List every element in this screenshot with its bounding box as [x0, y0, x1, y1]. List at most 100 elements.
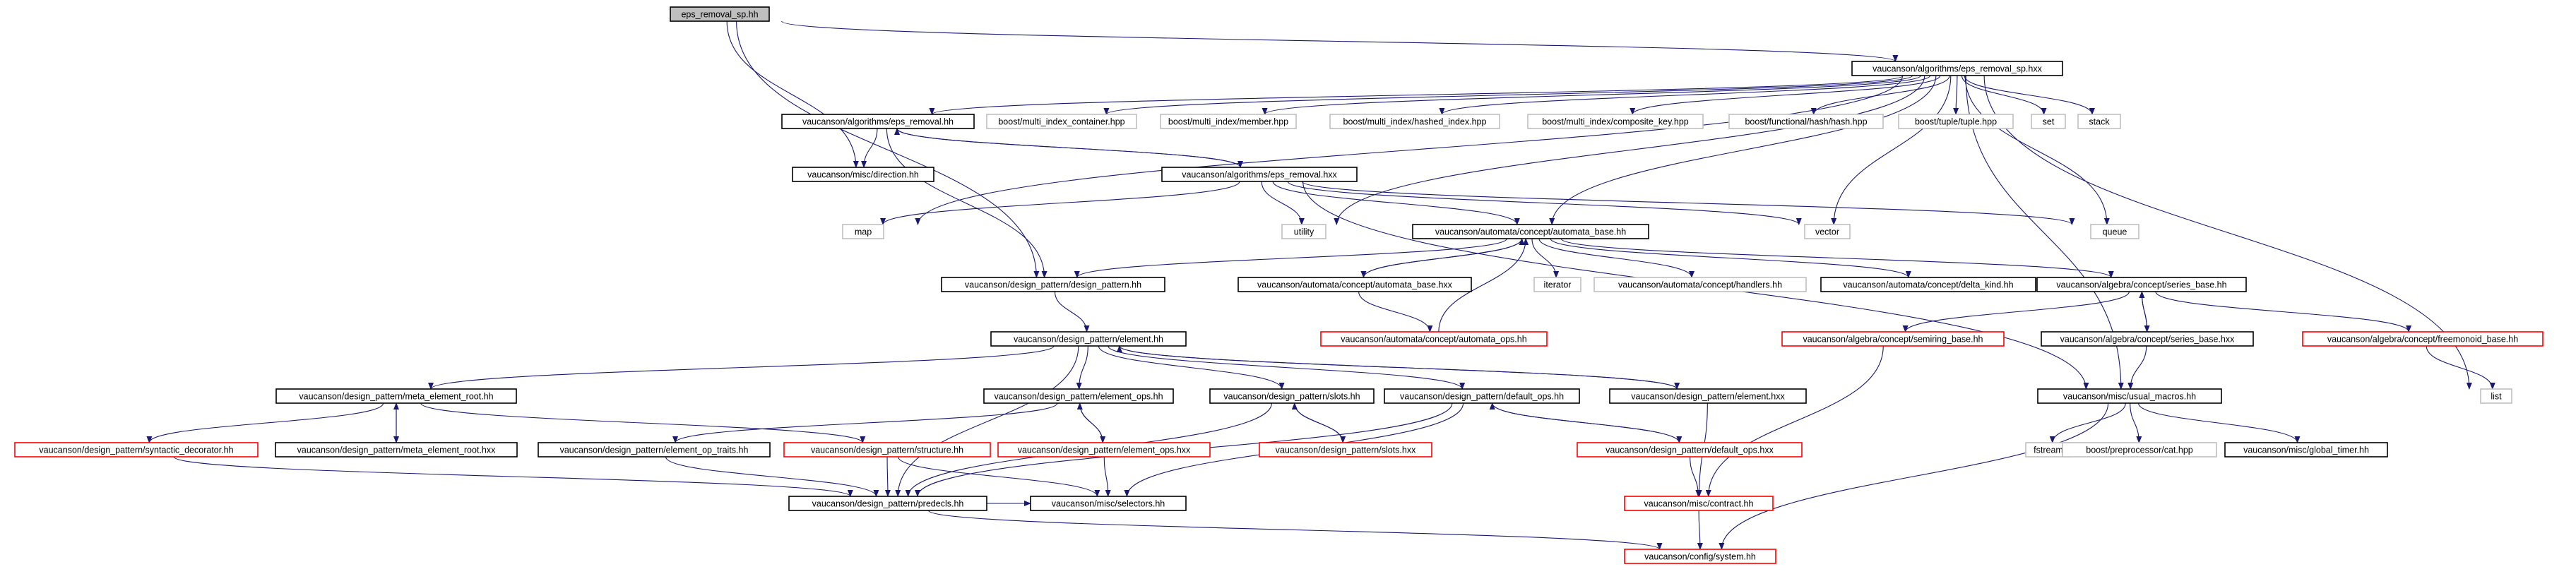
node-label: vaucanson/design_pattern/meta_element_ro… — [297, 446, 496, 455]
node-box — [783, 442, 991, 458]
node-usual-macros-hh[interactable]: vaucanson/misc/usual_macros.hh — [2037, 388, 2222, 404]
node-label: vaucanson/design_pattern/element.hxx — [1631, 392, 1785, 402]
node-automata-base-hh[interactable]: vaucanson/automata/concept/automata_base… — [1412, 224, 1649, 239]
edge-eps-removal-sp-hxx-to-boost-composite — [1630, 75, 1941, 115]
edge-meta-element-root-hh-to-structure-hh — [420, 402, 866, 443]
node-box — [14, 442, 259, 458]
edge-meta-element-root-hh-to-syntactic-decorator-hh — [146, 402, 384, 443]
node-utility: utility — [1281, 224, 1326, 239]
node-label: vaucanson/design_pattern/element_ops.hh — [994, 392, 1163, 402]
node-eps-removal-sp-hxx[interactable]: vaucanson/algorithms/eps_removal_sp.hxx — [1851, 61, 2063, 76]
node-label: vaucanson/design_pattern/syntactic_decor… — [39, 446, 233, 455]
edge-eps-removal-hxx-to-utility — [1261, 181, 1305, 225]
node-box — [990, 331, 1187, 347]
node-element-op-traits-hh[interactable]: vaucanson/design_pattern/element_op_trai… — [538, 442, 771, 458]
node-syntactic-decorator-hh[interactable]: vaucanson/design_pattern/syntactic_decor… — [14, 442, 259, 458]
node-box — [2302, 331, 2544, 347]
node-box — [1728, 114, 1884, 129]
node-box — [1781, 331, 2005, 347]
node-label: vaucanson/config/system.hh — [1644, 552, 1756, 562]
edge-element-hh-to-default-ops-hh — [1108, 345, 1466, 390]
node-box — [997, 442, 1211, 458]
node-label: boost/functional/hash/hash.hpp — [1745, 117, 1867, 127]
node-label: vaucanson/design_pattern/meta_element_ro… — [299, 392, 493, 402]
node-box — [1804, 224, 1851, 239]
node-box — [538, 442, 771, 458]
node-box — [1577, 442, 1803, 458]
edge-usual-macros-hh-to-boost-cat — [2130, 402, 2142, 443]
node-selectors-hh[interactable]: vaucanson/misc/selectors.hh — [1030, 496, 1187, 511]
node-default-ops-hxx[interactable]: vaucanson/design_pattern/default_ops.hxx — [1577, 442, 1803, 458]
node-box — [1851, 61, 2063, 76]
node-eps-removal-hxx[interactable]: vaucanson/algorithms/eps_removal.hxx — [1161, 167, 1358, 182]
node-box — [1384, 388, 1580, 404]
edge-eps-removal-sp-hxx-to-eps-removal-hh — [929, 75, 1904, 115]
edge-freemonoid-base-hh-to-list — [2426, 345, 2495, 390]
node-predecls-hh[interactable]: vaucanson/design_pattern/predecls.hh — [788, 496, 987, 511]
node-eps-removal-sp-hh[interactable]: eps_removal_sp.hh — [670, 6, 770, 22]
node-element-ops-hxx[interactable]: vaucanson/design_pattern/element_ops.hxx — [997, 442, 1211, 458]
node-label: boost/multi_index/composite_key.hpp — [1542, 117, 1689, 127]
node-boost-composite: boost/multi_index/composite_key.hpp — [1527, 114, 1704, 129]
edge-eps-removal-sp-hxx-to-boost-hashed — [1439, 75, 1931, 115]
node-meta-element-root-hh[interactable]: vaucanson/design_pattern/meta_element_ro… — [275, 388, 517, 404]
node-boost-hash: boost/functional/hash/hash.hpp — [1728, 114, 1884, 129]
node-freemonoid-base-hh[interactable]: vaucanson/algebra/concept/freemonoid_bas… — [2302, 331, 2544, 347]
node-box — [1329, 114, 1500, 129]
node-element-hxx[interactable]: vaucanson/design_pattern/element.hxx — [1609, 388, 1807, 404]
edge-design-pattern-hh-to-element-hh — [1054, 291, 1090, 333]
node-structure-hh[interactable]: vaucanson/design_pattern/structure.hh — [783, 442, 991, 458]
node-global-timer-hh[interactable]: vaucanson/misc/global_timer.hh — [2224, 442, 2388, 458]
node-automata-ops-hh[interactable]: vaucanson/automata/concept/automata_ops.… — [1320, 331, 1548, 347]
edge-automata-base-hh-to-design-pattern-hh — [1074, 238, 1507, 278]
node-meta-element-root-hxx[interactable]: vaucanson/design_pattern/meta_element_ro… — [275, 442, 518, 458]
node-eps-removal-hh[interactable]: vaucanson/algorithms/eps_removal.hh — [781, 114, 975, 129]
node-semiring-base-hh[interactable]: vaucanson/algebra/concept/semiring_base.… — [1781, 331, 2005, 347]
node-label: stack — [2089, 117, 2110, 127]
edge-eps-removal-sp-hxx-to-stack — [1964, 75, 2095, 115]
node-label: eps_removal_sp.hh — [681, 10, 758, 20]
node-label: vaucanson/algorithms/eps_removal.hh — [802, 117, 954, 127]
node-system-hh[interactable]: vaucanson/config/system.hh — [1624, 549, 1776, 564]
node-box — [1320, 331, 1548, 347]
node-slots-hxx[interactable]: vaucanson/design_pattern/slots.hxx — [1259, 442, 1432, 458]
node-delta-kind-hh[interactable]: vaucanson/automata/concept/delta_kind.hh — [1820, 277, 2036, 292]
node-element-hh[interactable]: vaucanson/design_pattern/element.hh — [990, 331, 1187, 347]
node-box — [1609, 388, 1807, 404]
edge-element-ops-hxx-to-element-ops-hh — [1076, 402, 1103, 443]
node-design-pattern-hh[interactable]: vaucanson/design_pattern/design_pattern.… — [941, 277, 1165, 292]
node-label: vaucanson/automata/concept/automata_base… — [1257, 280, 1453, 290]
edge-structure-hh-to-predecls-hh — [884, 456, 891, 497]
edge-slots-hxx-to-slots-hh — [1291, 402, 1343, 443]
node-label: vaucanson/misc/selectors.hh — [1052, 499, 1165, 509]
node-label: vaucanson/design_pattern/default_ops.hxx — [1605, 446, 1774, 455]
node-box — [670, 6, 770, 22]
edge-usual-macros-hh-to-global-timer-hh — [2137, 402, 2301, 443]
node-box — [1624, 496, 1774, 511]
node-series-base-hh[interactable]: vaucanson/algebra/concept/series_base.hh — [2036, 277, 2247, 292]
node-label: vaucanson/design_pattern/structure.hh — [811, 446, 963, 455]
node-box — [1281, 224, 1326, 239]
node-label: boost/multi_index/hashed_index.hpp — [1343, 117, 1487, 127]
node-default-ops-hh[interactable]: vaucanson/design_pattern/default_ops.hh — [1384, 388, 1580, 404]
edge-default-ops-hxx-to-default-ops-hh — [1489, 402, 1680, 443]
node-slots-hh[interactable]: vaucanson/design_pattern/slots.hh — [1209, 388, 1375, 404]
node-element-ops-hh[interactable]: vaucanson/design_pattern/element_ops.hh — [983, 388, 1174, 404]
node-box — [2077, 114, 2121, 129]
node-label: utility — [1294, 227, 1314, 237]
edge-eps-removal-hxx-to-automata-base-hh — [1272, 181, 1520, 225]
node-direction-hh[interactable]: vaucanson/misc/direction.hh — [792, 167, 934, 182]
edge-eps-removal-hh-to-direction-hh — [861, 128, 878, 168]
edge-syntactic-decorator-hh-to-predecls-hh — [173, 456, 853, 497]
node-label: vaucanson/design_pattern/predecls.hh — [812, 499, 964, 509]
edge-automata-base-hh-to-series-base-hh — [1560, 238, 2114, 278]
node-series-base-hxx[interactable]: vaucanson/algebra/concept/series_base.hx… — [2041, 331, 2254, 347]
edge-series-base-hh-to-freemonoid-base-hh — [2155, 291, 2411, 333]
node-contract-hh[interactable]: vaucanson/misc/contract.hh — [1624, 496, 1774, 511]
node-automata-base-hxx[interactable]: vaucanson/automata/concept/automata_base… — [1237, 277, 1472, 292]
node-box — [983, 388, 1174, 404]
edge-eps-removal-hxx-to-queue — [1302, 181, 2075, 225]
node-box — [1160, 114, 1297, 129]
edge-usual-macros-hh-to-fstream — [2049, 402, 2126, 443]
node-box — [1259, 442, 1432, 458]
